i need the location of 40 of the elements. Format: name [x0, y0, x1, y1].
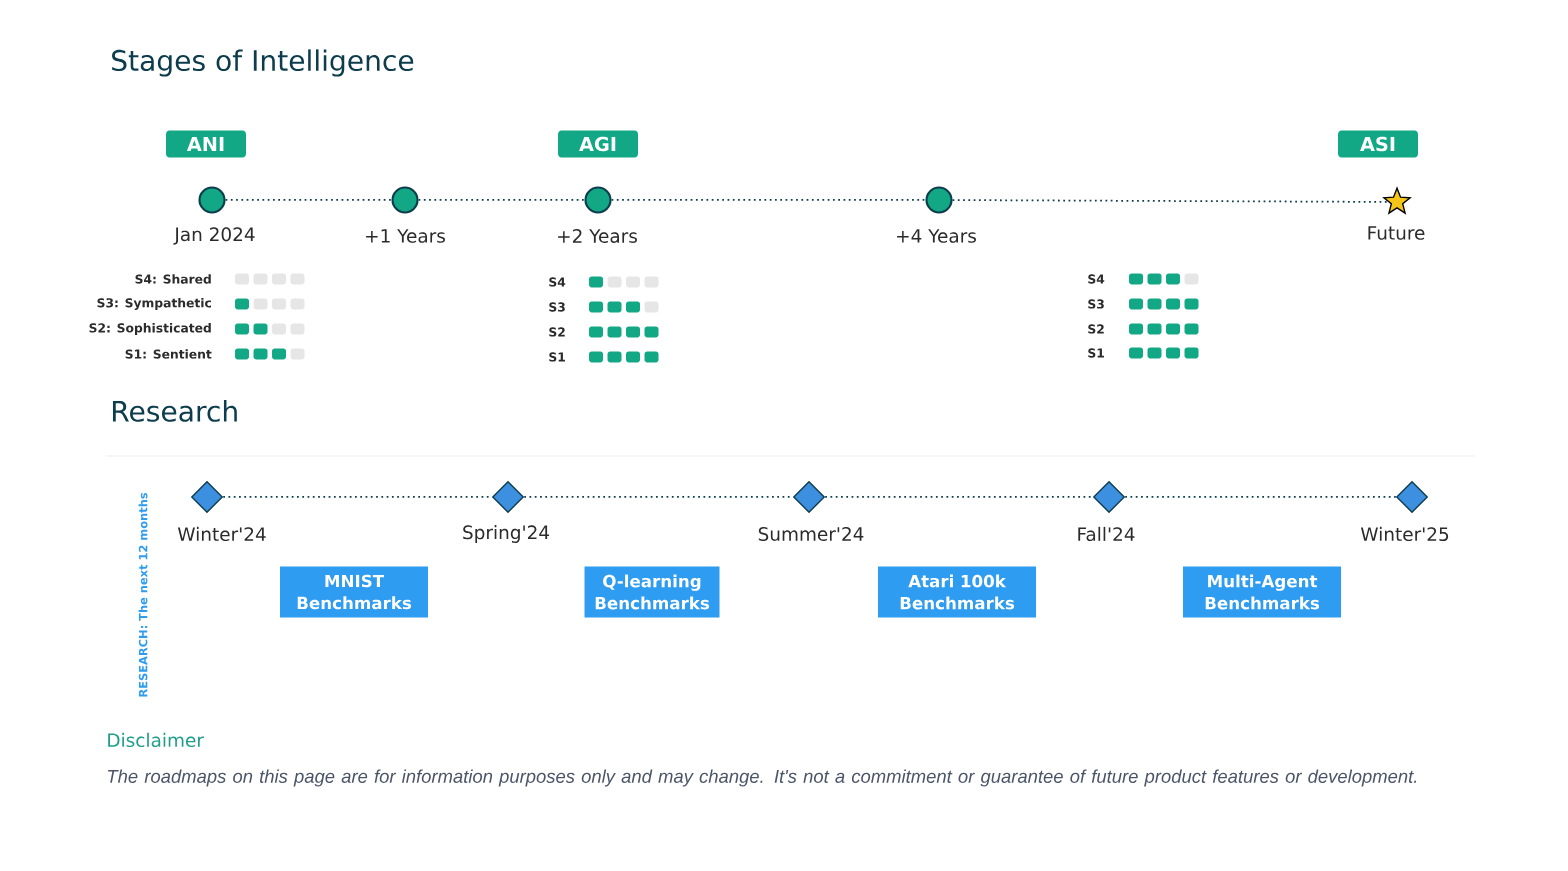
milestone-label: Winter'24 — [177, 526, 266, 542]
milestone-label: +1 Years — [366, 229, 445, 243]
title: Stages of Intelligence — [112, 49, 414, 77]
dotted-connector — [610, 199, 927, 201]
stage-label: S3 — [549, 302, 565, 312]
milestone-label: Spring'24 — [463, 525, 550, 543]
milestone-label: Jan 2024 — [173, 227, 255, 245]
stage-badge: AGI — [558, 130, 638, 158]
stage-label: S4 — [1088, 274, 1105, 284]
vertical-label: RESEARCH: The next 12 months — [138, 492, 148, 697]
milestone-label: Future — [1368, 226, 1425, 240]
stage-badge: ANI — [166, 130, 246, 158]
milestone-box: Multi-Agent Benchmarks — [1183, 566, 1341, 618]
dotted-connector — [1124, 496, 1397, 498]
disclaimer-text: The roadmaps on this page are for information purposes only and may change. It's not a commitment or guarantee of future product features or development. — [108, 769, 1417, 787]
dotted-connector — [824, 496, 1094, 498]
stage-label: S4 — [549, 277, 566, 287]
milestone-box: MNIST Benchmarks — [280, 566, 428, 618]
stage-label: S2 — [549, 327, 565, 337]
stage-label: S3: Sympathetic — [97, 298, 211, 310]
stage-label: S4: Shared — [135, 274, 211, 284]
milestone-box: Q-learning Benchmarks — [584, 566, 720, 618]
stage-label: S2: Sophisticated — [89, 323, 211, 335]
milestone-label: Winter'25 — [1360, 526, 1449, 542]
milestone-label: Summer'24 — [758, 527, 864, 541]
stage-label: S3 — [1088, 299, 1104, 309]
milestone-label: Fall'24 — [1078, 526, 1135, 542]
dotted-connector — [417, 199, 586, 201]
stage-label: S2 — [1088, 324, 1104, 334]
stage-badge: ASI — [1338, 130, 1418, 158]
stage-label: S1: Sentient — [125, 349, 212, 359]
stage-label: S1 — [549, 352, 565, 362]
dotted-connector — [951, 199, 1389, 203]
milestone-label: +2 Years — [558, 229, 637, 243]
disclaimer-heading: Disclaimer — [108, 732, 204, 748]
section-heading: Research — [112, 400, 237, 422]
dotted-connector — [224, 199, 393, 201]
milestone-label: +4 Years — [897, 229, 976, 243]
stage-label: S1 — [1088, 348, 1104, 358]
milestone-box: Atari 100k Benchmarks — [878, 566, 1036, 618]
